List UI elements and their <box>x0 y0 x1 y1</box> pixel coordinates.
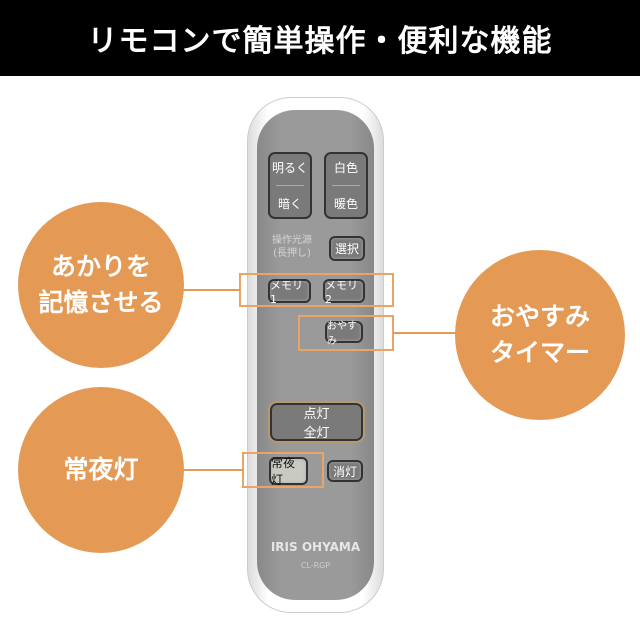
brighter-label: 明るく <box>271 160 308 175</box>
darker-label: 暗く <box>277 197 302 212</box>
select-label-line1: 操作光源 <box>272 235 312 246</box>
night-light-button[interactable]: 常夜灯 <box>269 456 308 487</box>
page-title: リモコンで簡単操作・便利な機能 <box>0 0 640 76</box>
sleep-timer-callout: おやすみ タイマー <box>455 250 625 420</box>
color-button[interactable]: 白色 暖色 <box>324 152 368 219</box>
memory1-button[interactable]: メモリ1 <box>268 279 311 306</box>
memory-callout: あかりを 記憶させる <box>18 202 184 368</box>
night-callout-text: 常夜灯 <box>63 454 139 484</box>
memory-callout-line1: あかりを <box>50 251 151 281</box>
sleep-callout-line1: おやすみ <box>489 301 590 331</box>
select-label: 操作光源 (長押し) <box>264 235 320 260</box>
white-label: 白色 <box>333 160 358 175</box>
off-button[interactable]: 消灯 <box>327 460 363 482</box>
memory-connector <box>180 289 240 291</box>
memory2-button[interactable]: メモリ2 <box>323 279 365 306</box>
on-full-button[interactable]: 点灯 全灯 <box>268 401 365 443</box>
sleep-connector <box>393 332 457 334</box>
brand-logo: IRIS OHYAMA <box>270 540 361 554</box>
memory-callout-line2: 記憶させる <box>38 288 164 317</box>
brightness-button[interactable]: 明るく 暗く <box>268 152 312 219</box>
oyasumi-button[interactable]: おやすみ <box>325 321 363 347</box>
select-label-line2: (長押し) <box>273 247 311 259</box>
warm-label: 暖色 <box>333 197 358 212</box>
memory-highlight <box>239 273 394 307</box>
sleep-callout-line2: タイマー <box>489 338 590 367</box>
on-label: 点灯 <box>303 407 330 422</box>
night-highlight <box>242 452 324 488</box>
night-light-callout: 常夜灯 <box>18 387 184 553</box>
full-label: 全灯 <box>303 426 330 441</box>
select-button[interactable]: 選択 <box>329 236 365 261</box>
model-number: CL-RGP <box>300 561 331 570</box>
night-connector <box>180 469 243 471</box>
